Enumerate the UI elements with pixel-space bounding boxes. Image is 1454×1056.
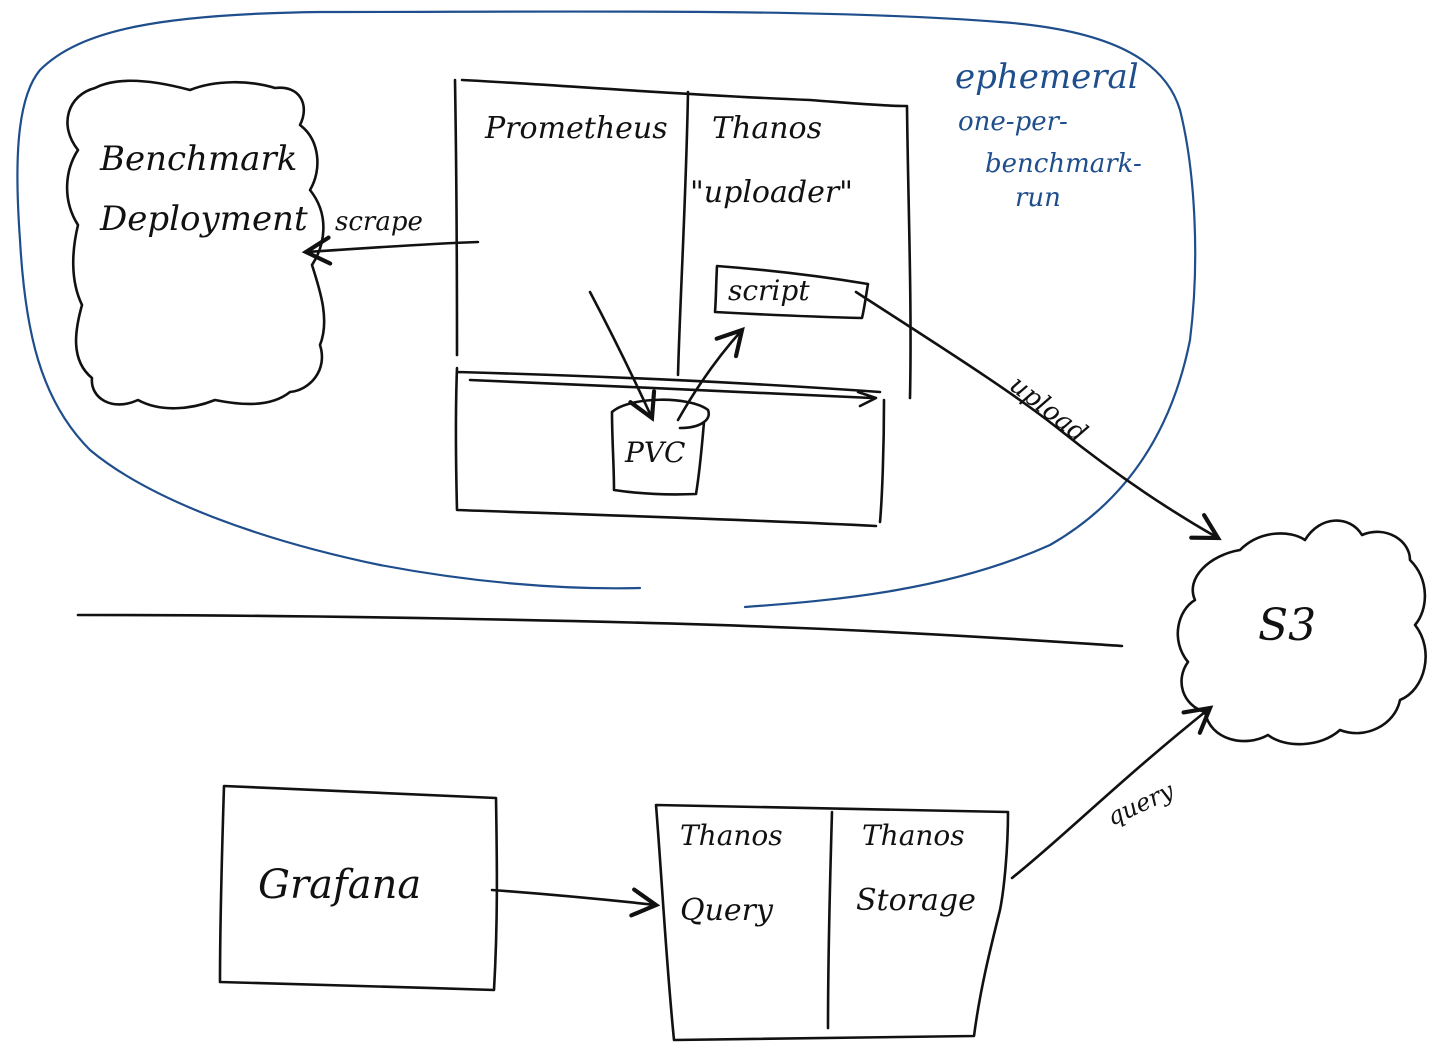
thanos-query-label-line2: Query — [680, 893, 774, 928]
pod-top-box — [453, 78, 912, 400]
script-box — [713, 264, 870, 320]
scrape-label: scrape — [335, 207, 423, 237]
pvc-to-script-arrow — [676, 326, 745, 422]
query-arrow — [1010, 705, 1214, 880]
prometheus-label: Prometheus — [484, 111, 668, 146]
thanos-query-label-line1: Thanos — [680, 819, 783, 852]
scrape-arrow — [301, 235, 480, 266]
pod-storage-box — [454, 366, 886, 528]
query-label: query — [1103, 776, 1179, 831]
thanos-query-storage-box — [654, 803, 1010, 1042]
ephemeral-boundary — [16, 10, 1197, 609]
thanos-uploader-subtitle: "uploader" — [690, 175, 853, 210]
ephemeral-note-line2: benchmark- — [985, 149, 1142, 179]
benchmark-label-line1: Benchmark — [99, 139, 297, 179]
thanos-storage-label-line1: Thanos — [862, 819, 965, 852]
ephemeral-note-line3: run — [1015, 183, 1061, 213]
thanos-uploader-title: Thanos — [712, 111, 822, 146]
ephemeral-label: ephemeral — [955, 57, 1139, 97]
grafana-label: Grafana — [258, 862, 421, 908]
prometheus-to-pvc-arrow — [588, 290, 657, 422]
s3-cloud — [1176, 519, 1427, 746]
thanos-storage-label-line2: Storage — [856, 883, 976, 918]
benchmark-label-line2: Deployment — [99, 199, 308, 239]
s3-label: S3 — [1258, 600, 1316, 651]
benchmark-deployment-cloud — [65, 79, 326, 410]
grafana-box — [218, 784, 499, 992]
upload-label: upload — [1004, 370, 1093, 449]
grafana-to-query-arrow — [490, 887, 661, 918]
pvc-label: PVC — [624, 436, 685, 469]
environment-divider — [76, 613, 1124, 648]
upload-arrow — [854, 290, 1222, 541]
pvc-mount-arrow — [468, 378, 878, 408]
script-label: script — [728, 274, 810, 307]
ephemeral-note-line1: one-per- — [958, 107, 1068, 137]
